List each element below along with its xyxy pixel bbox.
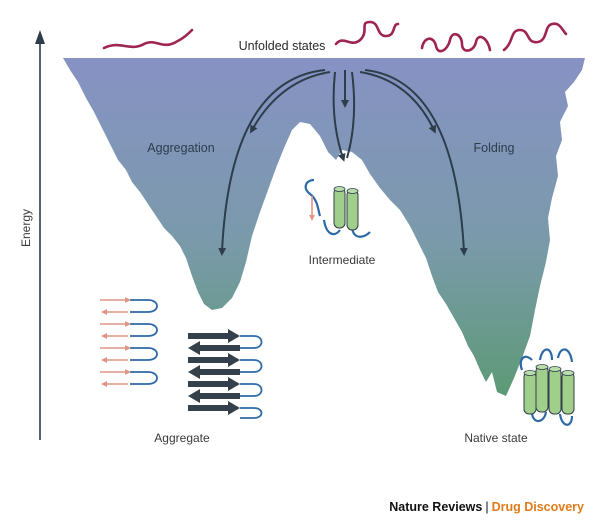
native-helix-3: [548, 367, 562, 415]
native-protein: [519, 348, 575, 426]
coil-3: [420, 32, 492, 53]
credit-separator: |: [485, 500, 489, 514]
credit-journal: Nature Reviews: [389, 500, 483, 514]
label-aggregation: Aggregation: [147, 141, 214, 155]
label-aggregate: Aggregate: [154, 431, 210, 445]
arrow-from-right-to-intermediate: [346, 71, 356, 159]
aggregate-dark-sheets: [188, 329, 263, 419]
arrow-aggregation-upper: [250, 71, 331, 134]
label-unfolded-states: Unfolded states: [239, 39, 326, 53]
arrow-to-intermediate: [332, 71, 346, 162]
coil-2: [334, 20, 400, 46]
energy-funnel: [63, 58, 585, 396]
coil-1: [102, 28, 194, 50]
label-folding: Folding: [474, 141, 515, 155]
helix-2: [346, 189, 359, 231]
native-helix-4: [561, 371, 575, 415]
arrow-folding-upper: [359, 71, 436, 134]
label-intermediate: Intermediate: [309, 253, 376, 267]
label-native-state: Native state: [464, 431, 528, 445]
native-helix-2: [535, 365, 549, 413]
credit-section: Drug Discovery: [491, 500, 584, 514]
arrow-to-native: [364, 69, 468, 256]
pathway-arrows: [218, 69, 468, 256]
intermediate-protein: [304, 178, 371, 238]
arrow-to-aggregate: [218, 69, 326, 256]
energy-axis-label: Energy: [19, 209, 33, 247]
aggregate-pink-hairpins: [100, 297, 158, 387]
coil-4: [502, 22, 568, 52]
journal-credit: Nature Reviews|Drug Discovery: [389, 500, 584, 514]
energy-axis: [35, 30, 45, 440]
helix-1: [333, 187, 346, 229]
native-helix-1: [523, 371, 537, 415]
unfolded-coils: [102, 20, 568, 53]
